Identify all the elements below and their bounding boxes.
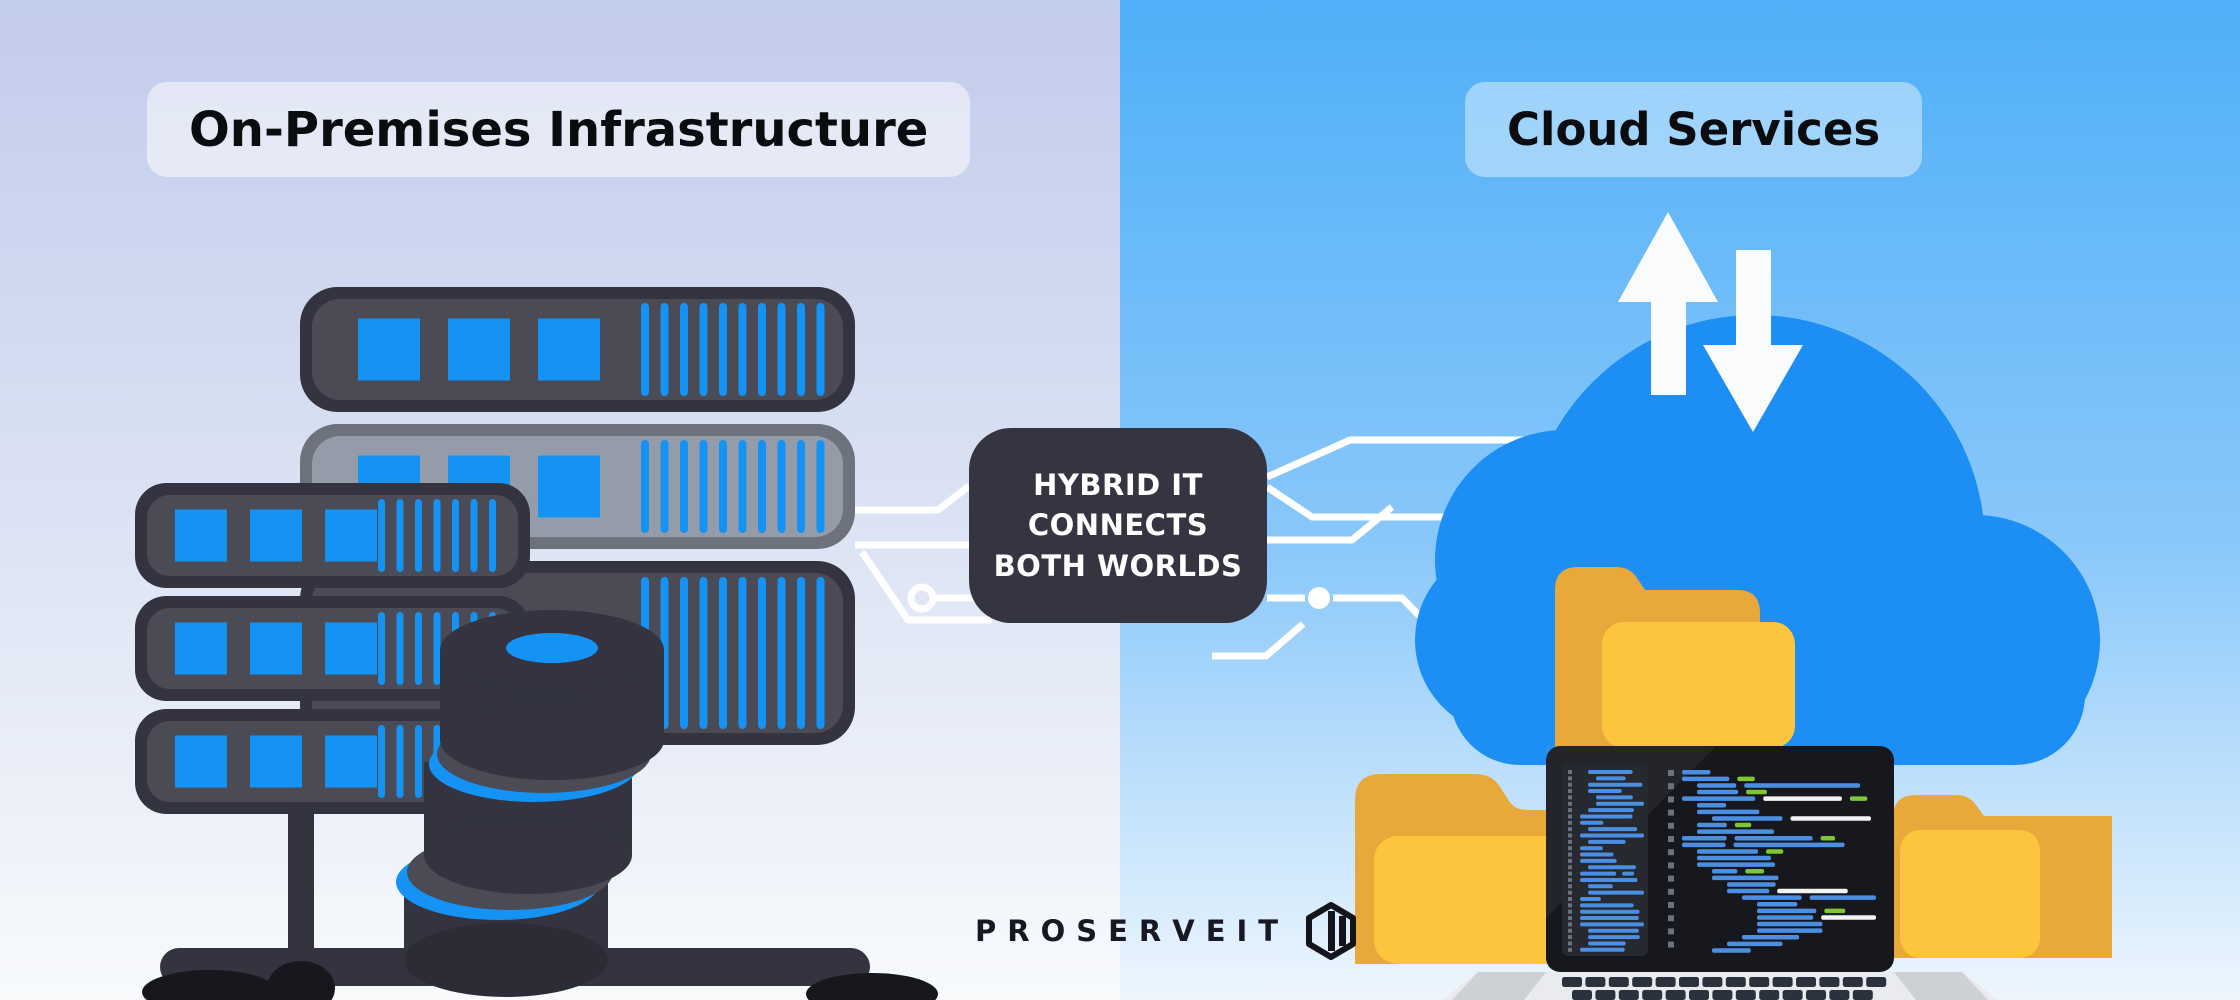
db-disk <box>440 700 664 780</box>
cloud-title: Cloud Services <box>1507 103 1881 156</box>
rack-vent-bar <box>415 499 422 572</box>
rack-vent-bar <box>680 577 688 729</box>
upload-arrow-icon <box>1618 212 1718 395</box>
database-stack-icon <box>396 610 664 997</box>
rack-vent-bar <box>816 303 825 396</box>
circuit-trace <box>1212 621 1306 660</box>
hexagon-logo-icon <box>1306 902 1357 960</box>
rack-vent-bar <box>777 440 786 533</box>
rack-led <box>250 735 302 788</box>
rack-vent-bar <box>489 499 496 572</box>
rack-vent-bar <box>816 577 825 729</box>
rack-led <box>250 622 302 675</box>
rack-led <box>325 735 377 788</box>
circuit-trace <box>859 550 992 624</box>
circuit-node-icon <box>907 583 937 613</box>
rack-vent-bar <box>719 303 727 396</box>
rack-vent-bar <box>660 440 669 533</box>
rack-vent-bar <box>797 303 805 396</box>
proserveit-logo: PROSERVEIT <box>975 901 1359 961</box>
code-lines-left <box>1568 770 1644 952</box>
on-premises-title-badge: On-Premises Infrastructure <box>147 82 971 177</box>
brand-name: PROSERVEIT <box>975 914 1290 948</box>
circuit-trace <box>1265 484 1462 521</box>
rack-vent-bar <box>777 577 786 729</box>
circuit-traces <box>855 436 1560 660</box>
stand-foot <box>267 961 335 1000</box>
server-rack-front <box>135 483 530 814</box>
stand-foot <box>142 970 278 1000</box>
rack-vent-bar <box>470 499 478 572</box>
circuit-trace <box>1265 436 1560 481</box>
rack-led <box>358 318 420 381</box>
rack-vent-bar <box>699 303 708 396</box>
rack-led <box>325 509 377 562</box>
stand-foot <box>806 973 938 1000</box>
rack-led <box>175 735 227 788</box>
hybrid-line-3: BOTH WORLDS <box>993 548 1243 583</box>
hybrid-line-1: HYBRID IT <box>1033 467 1203 502</box>
rack-vent-bar <box>415 612 422 685</box>
rack-vent-bar <box>660 303 669 396</box>
rack-vent-bar <box>738 440 747 533</box>
circuit-trace <box>1267 504 1395 544</box>
rack-vent-bar <box>738 303 747 396</box>
hybrid-it-badge: HYBRID IT CONNECTS BOTH WORLDS <box>969 428 1267 623</box>
rack-vent-bar <box>758 577 766 729</box>
circuit-node-icon <box>1308 587 1330 609</box>
rack-vent-bar <box>719 440 727 533</box>
code-lines-right <box>1668 770 1876 953</box>
rack-led <box>448 318 510 381</box>
rack-vent-bar <box>777 303 786 396</box>
laptop-deck-edge <box>1452 972 1546 1000</box>
folder-icon-top <box>1555 567 1795 771</box>
rack-vent-bar <box>433 612 441 685</box>
rack-vent-bar <box>797 440 805 533</box>
rack-vent-bar <box>452 499 459 572</box>
rack-vent-bar <box>396 499 404 572</box>
db-top-light <box>506 633 598 663</box>
rack-vent-bar <box>738 577 747 729</box>
laptop-keyboard <box>1562 977 1887 1000</box>
laptop-icon <box>1442 746 1998 1000</box>
rack-vent-bar <box>433 499 441 572</box>
rack-vent-bar <box>378 499 385 572</box>
rack-vent-bar <box>641 303 649 396</box>
folder-front <box>1602 622 1795 748</box>
folder-icon-right <box>1893 795 2112 958</box>
stand-pole <box>288 800 314 960</box>
on-premises-title: On-Premises Infrastructure <box>189 101 929 158</box>
rack-vent-bar <box>797 577 805 729</box>
rack-vent-bar <box>396 612 404 685</box>
hybrid-line-2: CONNECTS <box>1027 508 1209 543</box>
db-disk <box>424 816 632 894</box>
rack-led <box>538 318 600 381</box>
rack-led <box>175 622 227 675</box>
rack-vent-bar <box>680 303 688 396</box>
rack-led <box>538 455 600 518</box>
rack-led <box>250 509 302 562</box>
rack-vent-bar <box>758 303 766 396</box>
rack-vent-bar <box>641 440 649 533</box>
rack-vent-bar <box>699 577 708 729</box>
rack-vent-bar <box>719 577 727 729</box>
rack-led <box>325 622 377 675</box>
rack-vent-bar <box>378 612 385 685</box>
cloud-title-badge: Cloud Services <box>1465 82 1923 177</box>
rack-vent-bar <box>680 440 688 533</box>
laptop-deck-edge <box>1894 972 1988 1000</box>
rack-vent-bar <box>699 440 708 533</box>
db-disk <box>404 923 608 997</box>
circuit-trace <box>855 483 972 514</box>
rack-vent-bar <box>378 725 385 798</box>
download-arrow-icon <box>1703 250 1803 432</box>
rack-led <box>175 509 227 562</box>
rack-vent-bar <box>396 725 404 798</box>
rack-vent-bar <box>758 440 766 533</box>
rack-vent-bar <box>816 440 825 533</box>
rack-vent-bar <box>415 725 422 798</box>
folder-front <box>1900 830 2040 958</box>
